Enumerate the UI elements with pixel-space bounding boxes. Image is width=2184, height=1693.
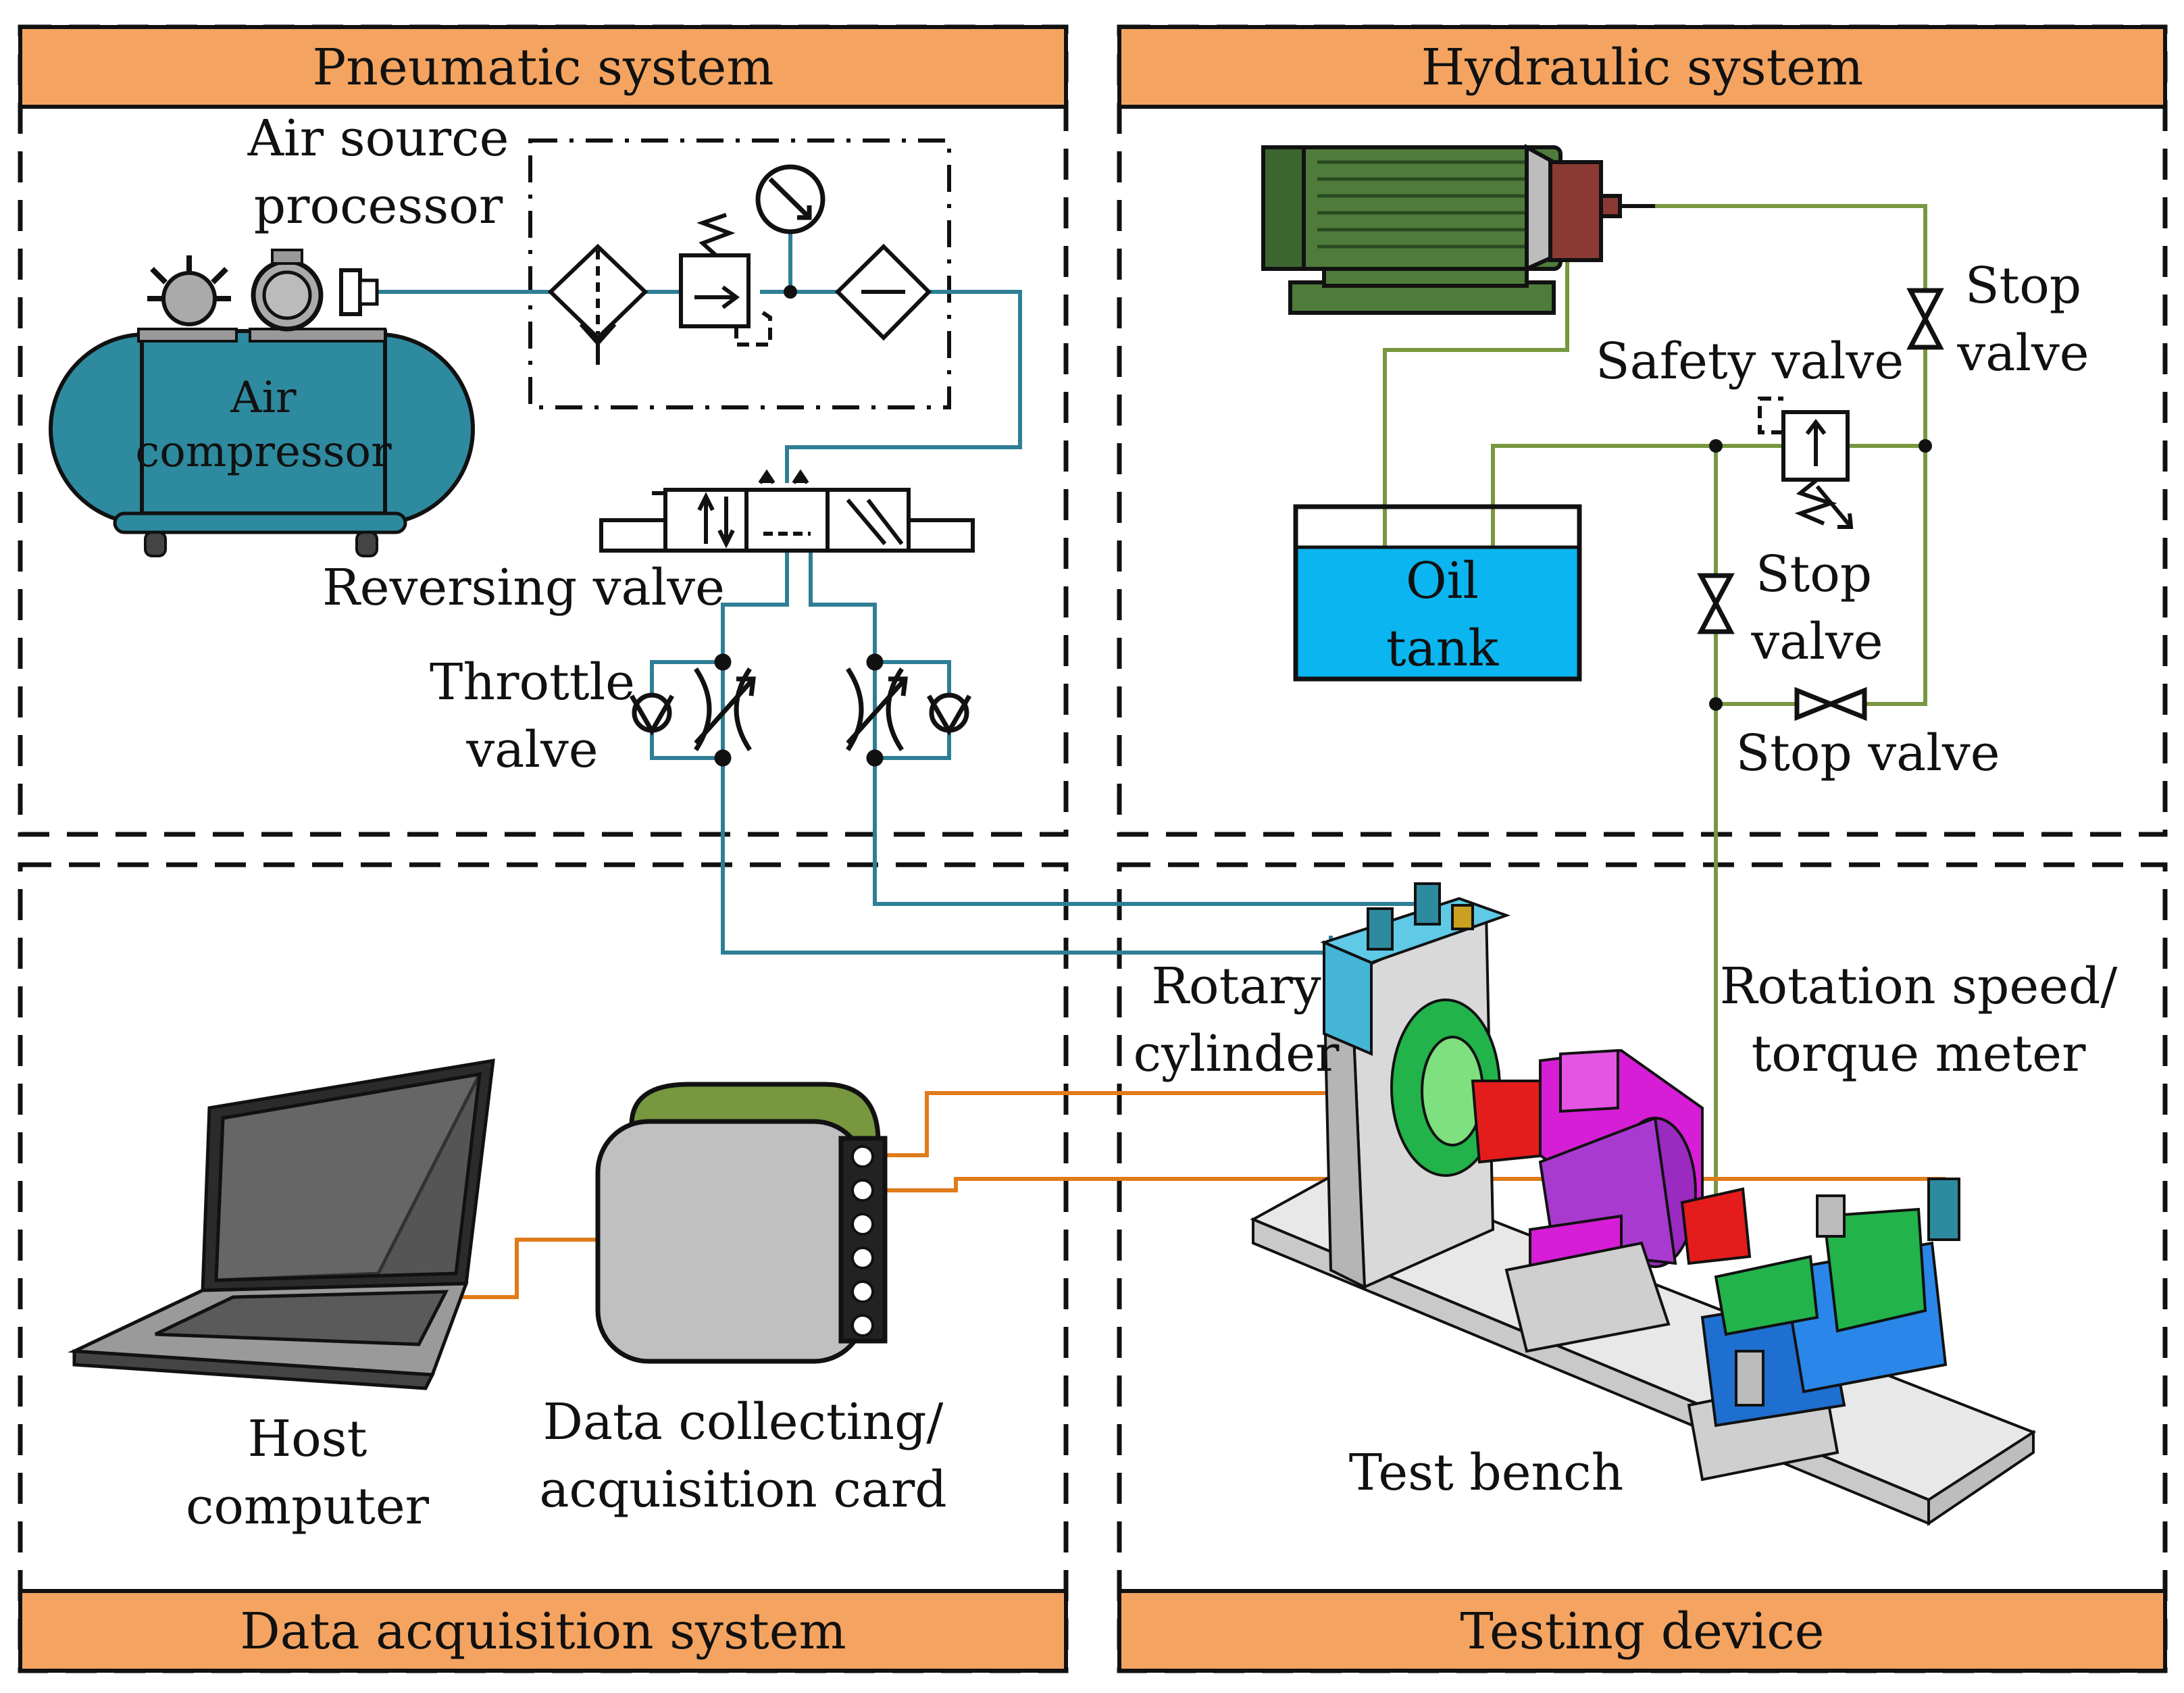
daq-card-icon: [595, 1082, 888, 1364]
air-source-processor-box: [528, 138, 951, 409]
pneumatic-header: [18, 25, 1068, 109]
air-compressor-label-2: compressor: [135, 427, 392, 477]
rotary-cylinder-label-1: Rotary: [1151, 957, 1321, 1015]
throttle-valve-left-icon: [629, 653, 756, 767]
section-headers: Pneumatic system Hydraulic system Data a…: [18, 25, 2167, 1673]
daq-terminals: [851, 1145, 874, 1337]
air-source-label-1: Air source: [247, 109, 509, 168]
junction-dot: [784, 285, 797, 299]
junction-dot: [1919, 439, 1932, 453]
testing-title: Testing device: [1460, 1602, 1824, 1661]
oil-tank-icon: [1293, 504, 1582, 682]
lubricator-icon: [834, 243, 932, 341]
daq-label-2: acquisition card: [539, 1461, 946, 1519]
air-source-label-2: processor: [254, 177, 503, 235]
data-acq-frame: [18, 862, 1069, 1673]
testing-header: [1117, 1589, 2167, 1673]
stop-valve-bottom-icon: [1794, 686, 1867, 722]
hydraulic-lines: [1383, 204, 1927, 1203]
data-acq-header: [18, 1589, 1068, 1673]
stop-valve-top-label-2: valve: [1956, 324, 2089, 382]
pressure-regulator-icon: [679, 213, 772, 347]
stop-valve-mid-label-1: Stop: [1756, 545, 1872, 603]
junction-dot: [1709, 439, 1723, 453]
throttle-valve-right-icon: [846, 653, 972, 767]
stop-valve-top-icon: [1906, 288, 1944, 350]
stop-valve-bottom-label: Stop valve: [1735, 724, 2000, 782]
safety-valve-label: Safety valve: [1596, 332, 1904, 390]
throttle-valve-label-1: Throttle: [430, 653, 635, 711]
stop-valve-mid-label-2: valve: [1750, 613, 1883, 671]
rotary-cylinder-label-2: cylinder: [1134, 1025, 1340, 1083]
host-computer-label-1: Host: [248, 1410, 367, 1468]
test-bench-icon: [1250, 882, 2037, 1526]
air-compressor-icon: [49, 249, 475, 557]
air-compressor-label-1: Air: [230, 373, 297, 423]
pressure-gauge-icon: [755, 164, 826, 234]
stop-valve-mid-icon: [1697, 573, 1735, 634]
oil-tank-label-2: tank: [1386, 620, 1500, 678]
laptop-icon: [68, 1058, 495, 1390]
daq-label-1: Data collecting/: [543, 1393, 944, 1451]
motor-icon: [1261, 143, 1655, 315]
stop-valve-top-label-1: Stop: [1965, 257, 2081, 315]
speed-meter-label-1: Rotation speed/: [1720, 957, 2118, 1015]
filter-icon: [547, 243, 649, 365]
data-acq-title: Data acquisition system: [240, 1602, 846, 1661]
host-computer-label-2: computer: [186, 1477, 430, 1536]
reversing-valve-label: Reversing valve: [322, 559, 725, 617]
reversing-valve-icon: [599, 469, 975, 553]
speed-meter-label-2: torque meter: [1752, 1025, 2087, 1083]
hydraulic-title: Hydraulic system: [1421, 39, 1864, 97]
test-bench-label: Test bench: [1349, 1444, 1624, 1502]
safety-valve-icon: [1758, 397, 1854, 529]
hydraulic-header: [1117, 25, 2167, 109]
junction-dot: [1709, 697, 1723, 711]
oil-tank-label-1: Oil: [1406, 552, 1479, 610]
pneumatic-title: Pneumatic system: [312, 39, 773, 97]
throttle-valve-label-2: valve: [465, 721, 598, 779]
